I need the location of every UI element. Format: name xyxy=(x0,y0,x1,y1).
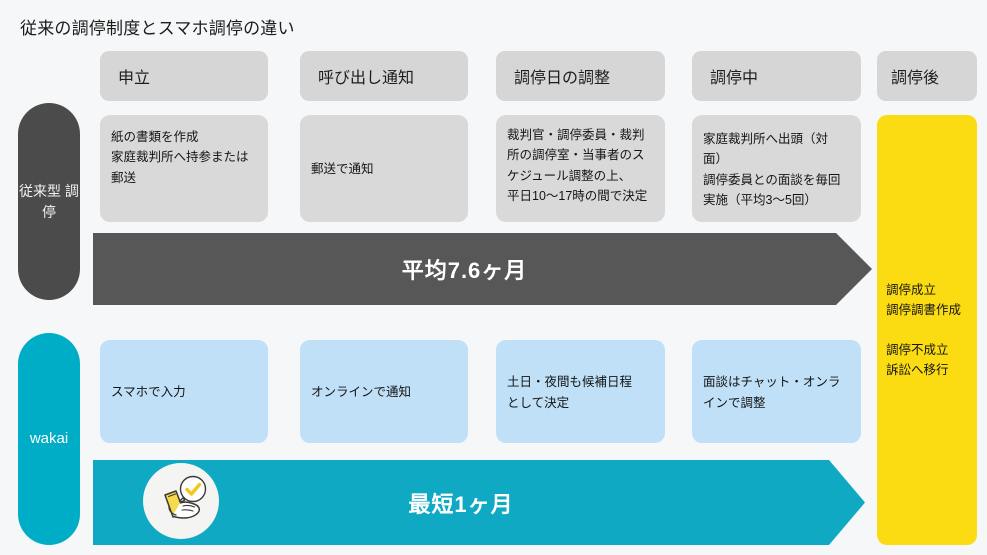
column-header-moushitate: 申立 xyxy=(100,51,268,101)
page-title: 従来の調停制度とスマホ調停の違い xyxy=(20,19,295,38)
legacy-cell-chouteibi: 裁判官・調停委員・裁判 所の調停室・当事者のス ケジュール調整の上、 平日10〜… xyxy=(496,115,665,222)
wakai-cell-moushitate: スマホで入力 xyxy=(100,340,268,443)
row-label-wakai: wakai xyxy=(18,333,80,545)
outcome-spacer xyxy=(886,320,968,340)
outcome-panel: 調停成立 調停調書作成 調停不成立 訴訟へ移行 xyxy=(877,115,977,545)
phone-check-icon xyxy=(143,463,219,539)
legacy-cell-yobidashi: 郵送で通知 xyxy=(300,115,468,222)
column-header-yobidashi: 呼び出し通知 xyxy=(300,51,468,101)
column-header-chouteibi: 調停日の調整 xyxy=(496,51,665,101)
legacy-cell-chouteichu: 家庭裁判所へ出頭（対面） 調停委員との面談を毎回 実施（平均3〜5回） xyxy=(692,115,861,222)
column-header-chouteigo: 調停後 xyxy=(877,51,977,101)
column-header-chouteichu: 調停中 xyxy=(692,51,861,101)
wakai-duration-arrow: 最短1ヶ月 xyxy=(93,460,865,545)
wakai-duration-label: 最短1ヶ月 xyxy=(408,491,514,517)
row-label-legacy: 従来型 調停 xyxy=(18,103,80,300)
legacy-cell-moushitate: 紙の書類を作成 家庭裁判所へ持参または 郵送 xyxy=(100,115,268,222)
wakai-cell-chouteichu: 面談はチャット・オンラ インで調整 xyxy=(692,340,861,443)
legacy-duration-label: 平均7.6ヶ月 xyxy=(401,258,528,283)
outcome-success: 調停成立 調停調書作成 xyxy=(886,282,962,317)
outcome-failure: 調停不成立 訴訟へ移行 xyxy=(886,343,949,378)
legacy-duration-arrow: 平均7.6ヶ月 xyxy=(93,233,872,305)
wakai-cell-yobidashi: オンラインで通知 xyxy=(300,340,468,443)
wakai-cell-chouteibi: 土日・夜間も候補日程 として決定 xyxy=(496,340,665,443)
